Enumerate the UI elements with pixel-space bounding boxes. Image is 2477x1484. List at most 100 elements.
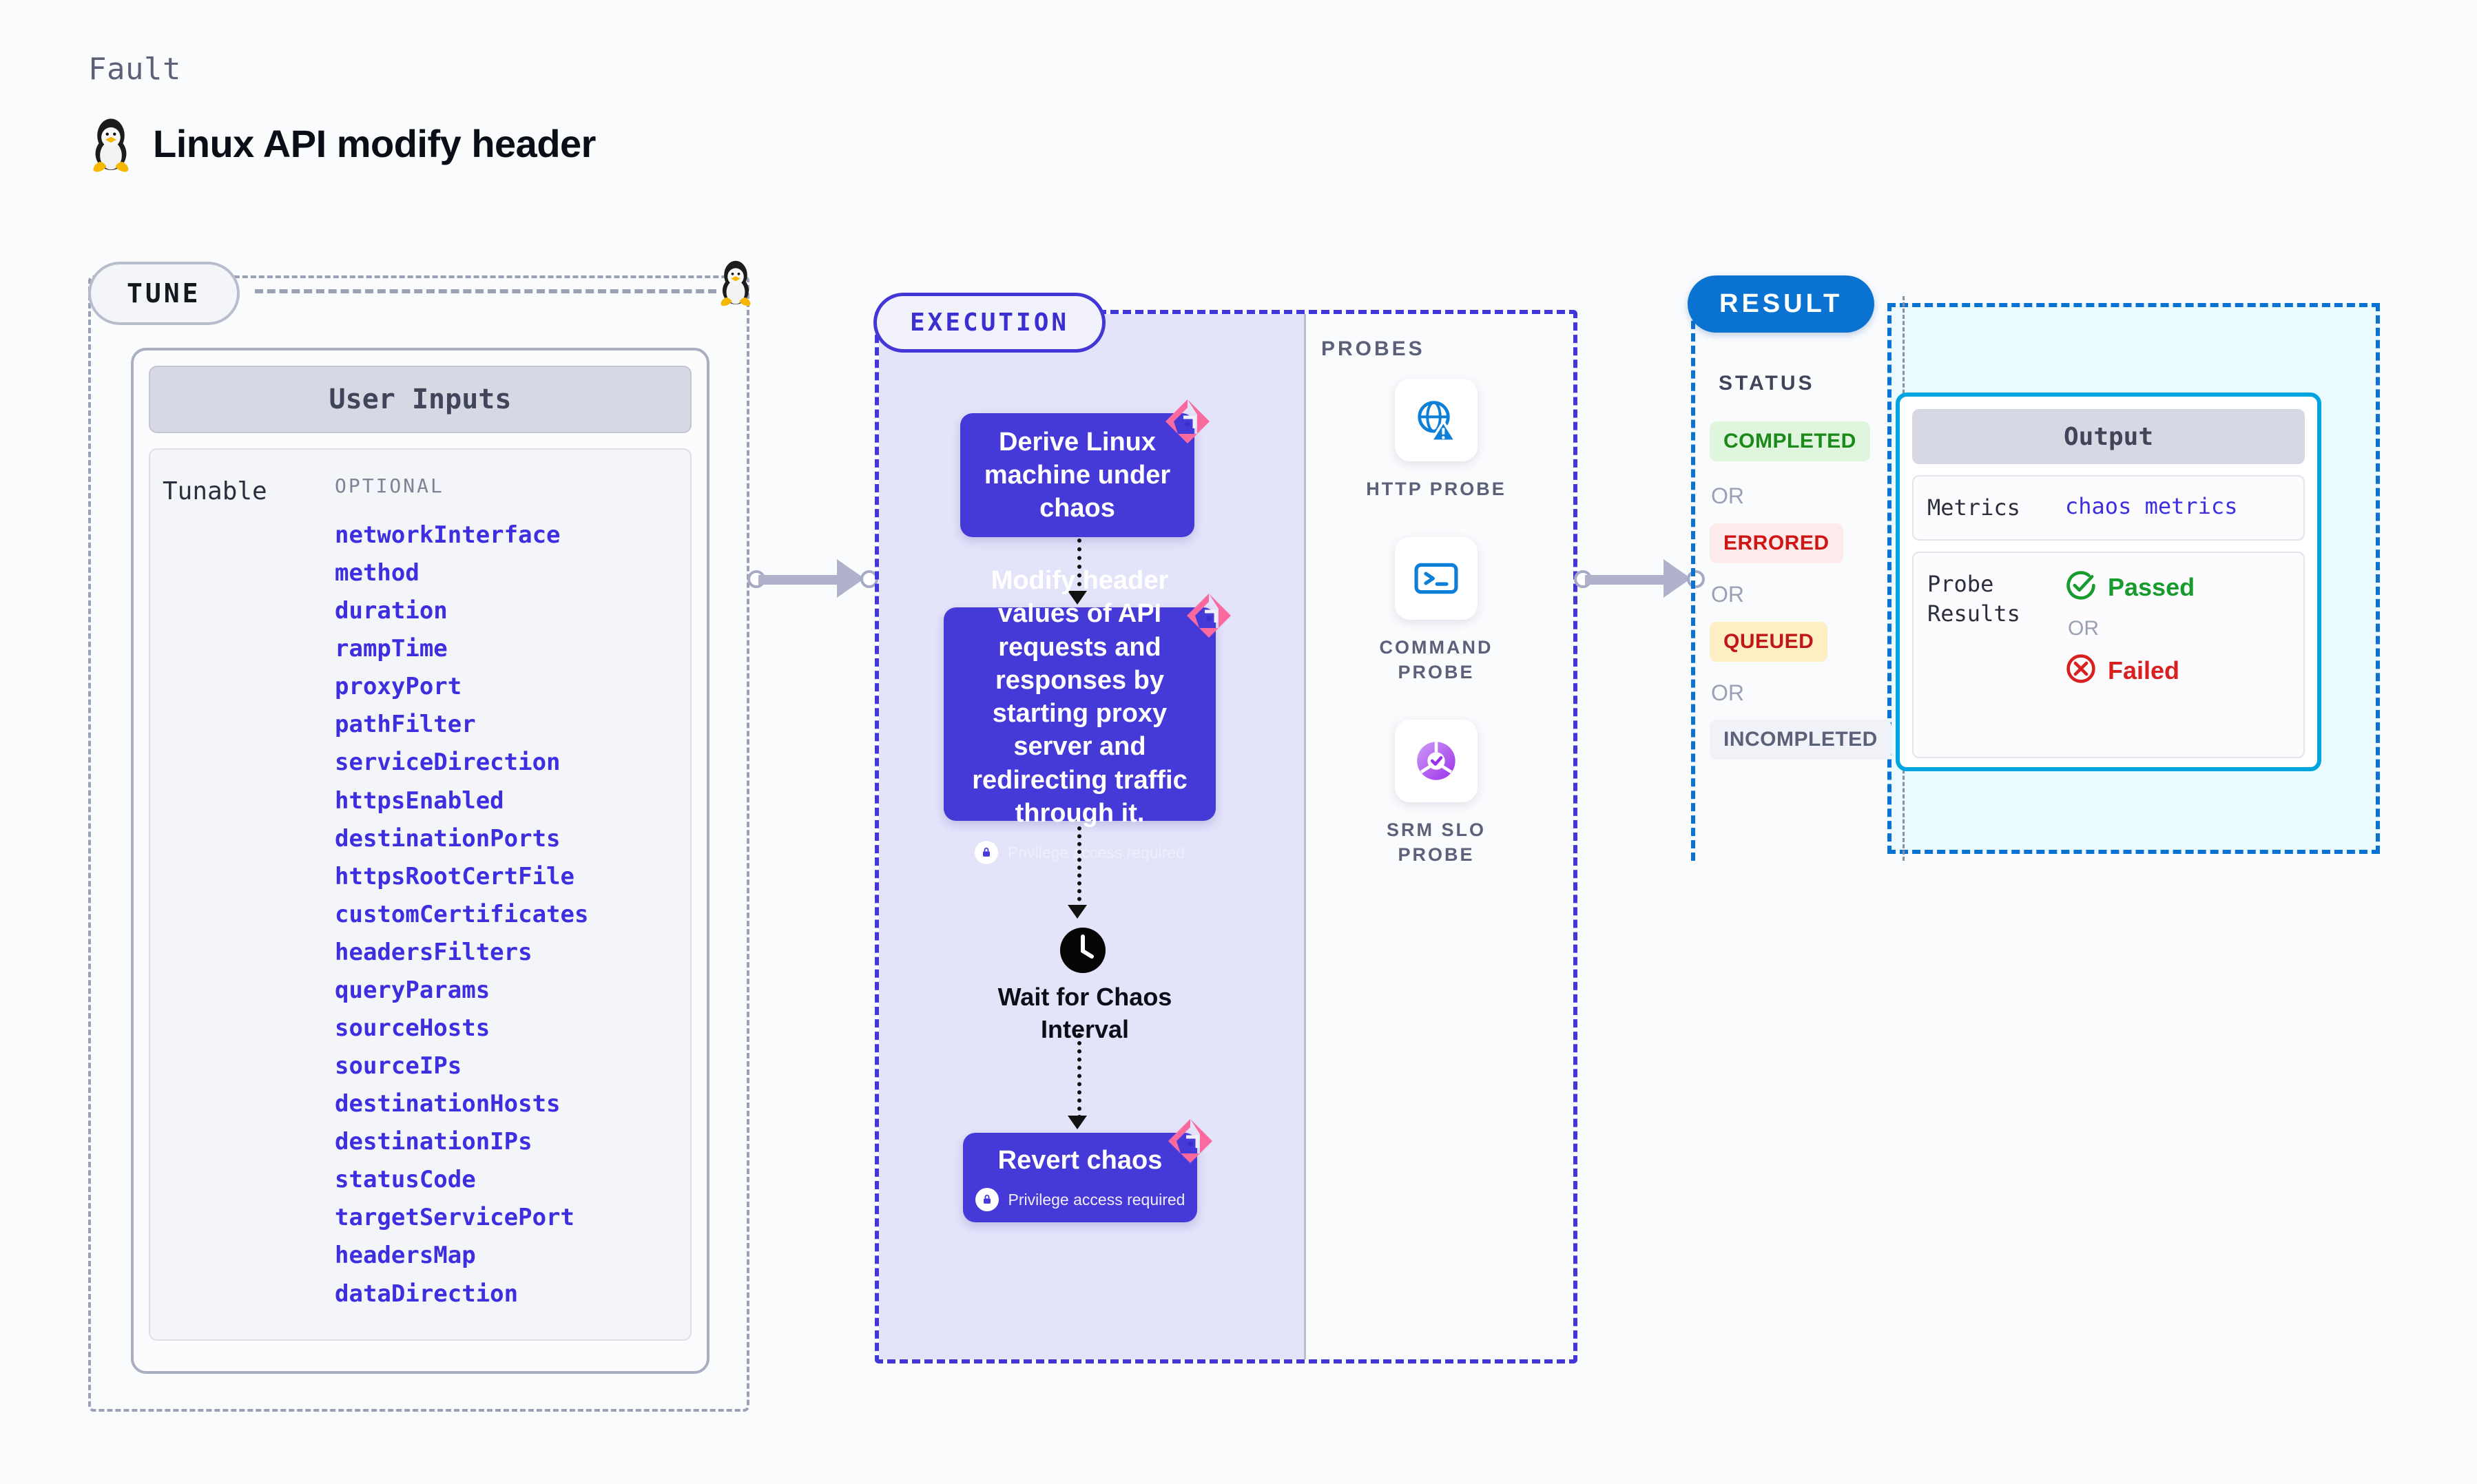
privilege-access-label: Privilege access required [1008,1190,1185,1209]
user-inputs-card: User Inputs Tunable OPTIONAL networkInte… [131,348,709,1374]
litmus-chaos-ribbon-icon [1184,591,1234,640]
metrics-value[interactable]: chaos metrics [2065,493,2238,519]
execution-badge[interactable]: EXECUTION [873,293,1106,353]
check-circle-icon [2065,569,2097,605]
execution-node-revert-chaos[interactable]: Revert chaos Privilege access required [963,1119,1212,1222]
optional-label: OPTIONAL [335,474,444,497]
page-title: Linux API modify header [153,121,596,165]
tunable-item[interactable]: pathFilter [335,711,476,739]
status-badge-completed: COMPLETED [1710,421,1870,461]
execution-node-text: Modify header values of API requests and… [972,566,1188,828]
execution-node-text: Revert chaos [997,1145,1163,1175]
probe-srm-slo[interactable]: SRM SLO PROBE [1350,720,1522,868]
tune-connector-dash [255,289,716,293]
globe-warning-icon [1395,379,1478,461]
tunable-item[interactable]: method [335,559,419,587]
tunable-group-label: Tunable [163,477,267,505]
tunable-item[interactable]: customCertificates [335,900,589,928]
status-or-3: OR [1711,680,1744,705]
tunable-item[interactable]: rampTime [335,635,448,663]
privilege-access-label: Privilege access required [1008,843,1185,861]
flow-arrow-1 [1068,591,1087,605]
tunable-item[interactable]: destinationPorts [335,824,561,853]
tunable-item[interactable]: headersFilters [335,938,532,966]
connector-shaft [1585,575,1668,585]
tunable-item[interactable]: httpsEnabled [335,786,504,815]
tunable-item[interactable]: sourceIPs [335,1052,462,1080]
tunable-item[interactable]: sourceHosts [335,1014,490,1043]
output-card: Output Metrics chaos metrics Probe Resul… [1896,393,2321,771]
lock-icon [975,1188,999,1212]
execution-section [875,310,1577,1363]
lock-icon [975,841,999,864]
result-badge[interactable]: RESULT [1688,275,1875,333]
user-inputs-header: User Inputs [149,366,692,433]
status-or-1: OR [1711,483,1744,508]
probe-label: COMMAND PROBE [1379,637,1493,683]
fault-title-row: Linux API modify header [88,114,596,173]
probes-title: PROBES [1321,337,1425,360]
clock-icon [1059,926,1107,974]
flow-arrow-2 [1068,905,1087,919]
linux-penguin-icon [716,256,755,307]
tune-section [88,275,749,1412]
flow-connector-3 [1077,1033,1081,1119]
tune-badge[interactable]: TUNE [88,262,240,325]
status-title: STATUS [1719,372,1815,395]
privilege-access-note: Privilege access required [975,841,1185,864]
probe-results-values: Passed OR Failed [2065,569,2290,740]
wait-for-chaos-interval-label: Wait for Chaos Interval [997,983,1172,1043]
user-inputs-body: Tunable OPTIONAL networkInterface method d… [149,448,692,1341]
tunable-item[interactable]: networkInterface [335,521,561,549]
status-badge-queued: QUEUED [1710,622,1828,662]
probe-result-passed: Passed [2065,569,2290,605]
tunable-item[interactable]: httpsRootCertFile [335,862,574,890]
tunable-item[interactable]: destinationHosts [335,1090,561,1118]
tunable-item[interactable]: duration [335,597,448,625]
status-or-2: OR [1711,582,1744,607]
flow-connector-2 [1077,826,1081,909]
connector-arrow-head [837,559,864,598]
flow-connector-1 [1077,539,1081,595]
tunable-item[interactable]: dataDirection [335,1279,519,1308]
connector-execution-to-result [1574,558,1705,599]
connector-arrow-head [1664,559,1691,598]
probe-result-failed: Failed [2065,653,2290,688]
output-row-metrics: Metrics chaos metrics [1912,475,2305,541]
tunable-item[interactable]: headersMap [335,1242,476,1270]
execution-node-text: Derive Linux machine under chaos [984,427,1171,523]
srm-donut-check-icon [1395,720,1478,802]
status-badge-incompleted: INCOMPLETED [1710,720,1892,760]
probe-result-or: OR [2068,617,2099,640]
probe-command[interactable]: COMMAND PROBE [1350,537,1522,685]
connector-end-dot [1687,570,1705,588]
execution-node-derive-machine[interactable]: Derive Linux machine under chaos [960,399,1210,537]
probe-results-key: Probe Results [1927,571,2020,627]
output-row-probe-results: Probe Results Passed OR [1912,552,2305,759]
metrics-key: Metrics [1927,494,2020,521]
tunable-item[interactable]: destinationIPs [335,1128,532,1156]
probe-label: HTTP PROBE [1366,479,1506,499]
probe-http[interactable]: HTTP PROBE [1350,379,1522,501]
tunable-item[interactable]: statusCode [335,1166,476,1194]
tunable-item[interactable]: queryParams [335,976,490,1004]
tunable-item[interactable]: proxyPort [335,673,462,701]
passed-label: Passed [2108,572,2195,601]
tunable-item[interactable]: serviceDirection [335,749,561,777]
flow-arrow-3 [1068,1116,1087,1129]
connector-shaft [758,575,841,585]
litmus-chaos-ribbon-icon [1165,1116,1215,1166]
linux-penguin-icon [88,114,134,173]
failed-label: Failed [2108,656,2180,684]
fault-kicker: Fault [88,52,181,87]
privilege-access-note: Privilege access required [975,1188,1185,1212]
tunable-item[interactable]: targetServicePort [335,1204,574,1232]
probe-label: SRM SLO PROBE [1386,819,1486,866]
x-circle-icon [2065,653,2097,688]
terminal-icon [1395,537,1478,620]
status-badge-errored: ERRORED [1710,523,1843,563]
output-header: Output [1912,409,2305,464]
execution-node-modify-header[interactable]: Modify header values of API requests and… [944,566,1231,864]
litmus-chaos-ribbon-icon [1163,397,1212,446]
